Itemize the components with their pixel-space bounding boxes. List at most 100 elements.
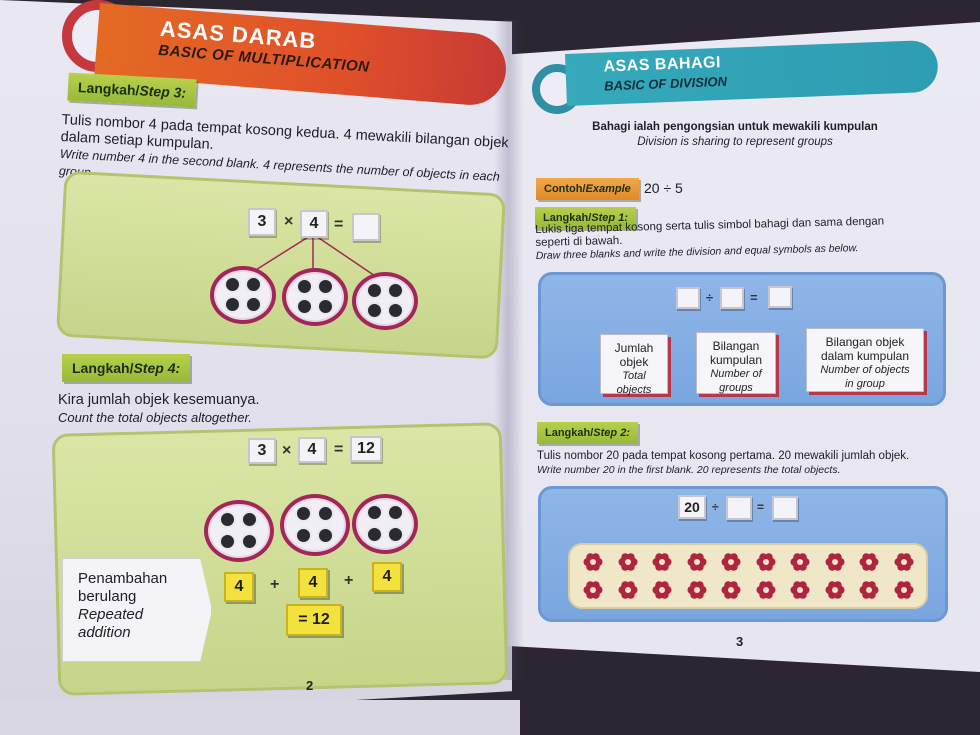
div-blank-3	[768, 286, 792, 308]
div-step2-text-ms: Tulis nombor 20 pada tempat kosong perta…	[537, 450, 910, 462]
div-step2-label: Langkah/Step 2:	[537, 422, 638, 444]
step4-label-ms: Langkah/	[72, 360, 134, 376]
flower-icon	[825, 581, 844, 599]
card-total-objects: Jumlah objek Total objects	[600, 334, 668, 396]
card1-ms-1: Jumlah	[614, 341, 654, 355]
card1-ms-2: objek	[619, 355, 649, 369]
div-step2-label-en: Step 2:	[593, 427, 630, 439]
div-blank-2	[720, 287, 744, 309]
flower-icon	[894, 581, 913, 599]
plate-group-4	[204, 500, 274, 562]
card3-ms-1: Bilangan objek	[825, 335, 905, 349]
repeat-ms-1: Penambahan	[78, 570, 168, 587]
card-number-of-groups: Bilangan kumpulan Number of groups	[696, 332, 776, 394]
card2-ms-1: Bilangan	[712, 339, 760, 353]
repeated-addition-card	[62, 558, 212, 662]
card3-en-2: in group	[845, 378, 885, 390]
div-symbol: ÷	[706, 290, 714, 305]
div-step1-label-ms: Langkah/	[543, 212, 592, 224]
div-equal-symbol: =	[750, 290, 758, 305]
step4-text: Kira jumlah objek kesemuanya. Count the …	[58, 392, 260, 426]
div-step2-text-en: Write number 20 in the first blank. 20 r…	[537, 464, 841, 476]
flower-icon	[721, 553, 741, 571]
plate-group-3	[352, 272, 418, 330]
repeat-en-2: addition	[78, 624, 131, 641]
repeat-en-1: Repeated	[78, 606, 144, 623]
flower-icon	[756, 553, 775, 571]
step4-text-en: Count the total objects altogether.	[58, 410, 252, 425]
step4-blank-2: 4	[298, 437, 326, 463]
repeat-ms-2: berulang	[78, 588, 137, 605]
card3-ms-2: dalam kumpulan	[820, 349, 910, 363]
flower-icon	[859, 581, 879, 599]
card1-en-2: objects	[616, 384, 652, 396]
intro-ms: Bahagi ialah pengongsian untuk mewakili …	[592, 121, 878, 133]
example-expression: 20 ÷ 5	[644, 180, 683, 196]
card2-en-1: Number of	[710, 368, 762, 380]
flower-icon	[618, 581, 637, 599]
div2-symbol: ÷	[712, 500, 719, 514]
div-step1-label-en: Step 1:	[591, 212, 628, 224]
div2-blank-2	[726, 496, 752, 520]
sum-box: = 12	[286, 604, 342, 636]
page-number-right: 3	[736, 634, 744, 649]
card2-ms-2: kumpulan	[709, 353, 763, 367]
flower-icon	[894, 553, 913, 571]
plate-group-2	[282, 268, 348, 326]
step3-times: ×	[284, 213, 294, 230]
flower-icon	[825, 553, 844, 571]
example-label: Contoh/Example	[536, 178, 639, 200]
title-en-right: BASIC OF DIVISION	[603, 73, 728, 94]
card-objects-in-group: Bilangan objek dalam kumpulan Number of …	[806, 328, 924, 392]
flower-icon	[618, 553, 637, 571]
title-ms-right: ASAS BAHAGI	[603, 54, 722, 76]
step4-blank-1: 3	[248, 438, 276, 464]
addend-2: 4	[298, 568, 328, 598]
example-label-en: Example	[585, 183, 631, 195]
step4-answer: 12	[350, 436, 382, 462]
div-step1-label: Langkah/Step 1:	[535, 207, 636, 229]
div-blank-1	[676, 287, 700, 309]
plate-group-6	[352, 494, 418, 554]
flower-icon	[687, 553, 706, 571]
division-intro: Bahagi ialah pengongsian untuk mewakili …	[585, 120, 885, 150]
page-number-left: 2	[306, 678, 314, 693]
step3-equals: =	[334, 216, 344, 233]
example-label-ms: Contoh/	[544, 183, 586, 195]
div-step2-label-ms: Langkah/	[545, 427, 594, 439]
flower-icon	[790, 553, 810, 571]
flower-icon	[583, 553, 603, 571]
step3-blank-2: 4	[300, 210, 328, 238]
flower-icon	[756, 581, 775, 599]
step3-blank-3	[352, 213, 380, 241]
flower-icon	[583, 581, 603, 599]
flower-icon	[721, 581, 741, 599]
flower-icon	[790, 581, 810, 599]
desk-surface	[0, 700, 520, 735]
plate-group-1	[210, 266, 276, 324]
intro-en: Division is sharing to represent groups	[637, 136, 833, 148]
addend-3: 4	[372, 562, 402, 592]
step3-blank-1: 3	[248, 208, 276, 236]
flower-icon	[687, 581, 706, 599]
addend-1: 4	[224, 572, 254, 602]
flower-icon	[859, 553, 879, 571]
card2-en-2: groups	[719, 382, 753, 394]
step4-label-en: Step 4:	[133, 360, 181, 376]
step4-label: Langkah/Step 4:	[62, 354, 191, 382]
repeated-addition-text: Penambahan berulang Repeated addition	[78, 570, 167, 642]
card1-en-1: Total	[622, 370, 646, 382]
div2-equal-symbol: =	[757, 500, 765, 514]
plus-1: +	[270, 576, 280, 593]
card3-en-1: Number of objects	[820, 364, 910, 376]
step4-equals: =	[334, 441, 344, 458]
step4-text-ms: Kira jumlah objek kesemuanya.	[58, 392, 260, 408]
div-step2-text: Tulis nombor 20 pada tempat kosong perta…	[537, 449, 909, 477]
flower-icon	[652, 553, 672, 571]
step4-times: ×	[282, 442, 292, 459]
div2-blank-1: 20	[678, 495, 706, 519]
plate-group-5	[280, 494, 350, 556]
flower-icon	[652, 581, 672, 599]
plus-2: +	[344, 572, 354, 589]
